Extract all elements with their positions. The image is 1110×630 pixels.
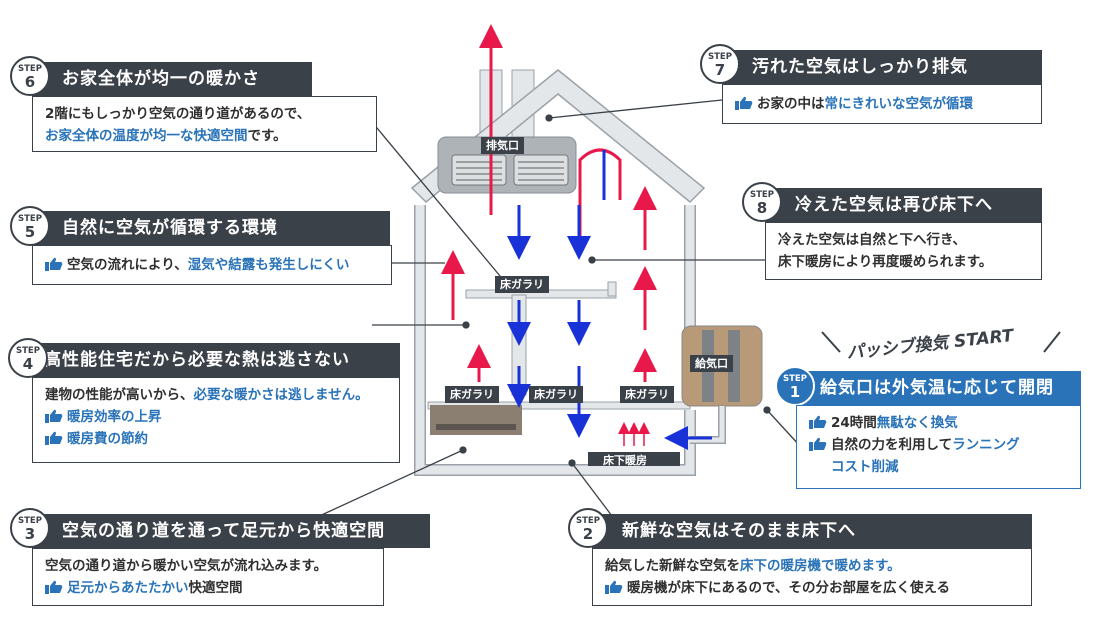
thumbs-up-icon <box>45 409 63 423</box>
step2-body: 給気した新鮮な空気を床下の暖房機で暖めます。 暖房機が床下にあるので、その分お部… <box>592 548 1032 606</box>
step6-title: お家全体が均一の暖かさ <box>62 69 260 89</box>
underfloor-label: 床下暖房 <box>603 454 647 467</box>
step5-header: 自然に空気が循環する環境 <box>32 211 390 245</box>
step5-body: 空気の流れにより、湿気や結露も発生しにくい <box>32 245 392 285</box>
thumbs-up-icon <box>809 437 827 451</box>
step4-header: 高性能住宅だから必要な熱は逃さない <box>32 343 400 377</box>
supply-label: 給気口 <box>690 355 733 372</box>
step6-header: お家全体が均一の暖かさ <box>32 62 312 96</box>
step7-body: お家の中は常にきれいな空気が循環 <box>722 84 1042 124</box>
step1-header: 給気口は外気温に応じて開閉 <box>796 371 1081 405</box>
exhaust-label: 排気口 <box>481 137 524 154</box>
floor-grille-label-left: 床ガラリ <box>445 386 499 403</box>
step7-header: 汚れた空気はしっかり排気 <box>722 50 1042 84</box>
step2-header: 新鮮な空気はそのまま床下へ <box>592 514 1032 548</box>
step4-title: 高性能住宅だから必要な熱は逃さない <box>44 350 350 370</box>
thumbs-up-icon <box>735 96 753 110</box>
step1-title: 給気口は外気温に応じて開閉 <box>820 378 1054 398</box>
step3-body: 空気の通り道から暖かい空気が流れ込みます。 足元からあたたかい快適空間 <box>32 548 384 606</box>
thumbs-up-icon <box>809 415 827 429</box>
thumbs-up-icon <box>45 257 63 271</box>
step4-body: 建物の性能が高いから、必要な暖かさは逃しません。 暖房効率の上昇 暖房費の節約 <box>32 377 400 463</box>
step7-title: 汚れた空気はしっかり排気 <box>752 57 968 77</box>
step3-title: 空気の通り道を通って足元から快適空間 <box>62 521 386 541</box>
step5-title: 自然に空気が循環する環境 <box>62 218 278 238</box>
thumbs-up-icon <box>45 580 63 594</box>
floor-grille-label-right: 床ガラリ <box>620 386 674 403</box>
step8-title: 冷えた空気は再び床下へ <box>795 195 993 215</box>
floor-grille-label-upper: 床ガラリ <box>495 276 549 293</box>
step8-header: 冷えた空気は再び床下へ <box>765 188 1042 222</box>
thumbs-up-icon <box>45 431 63 445</box>
floor-grille-label-center: 床ガラリ <box>529 386 583 403</box>
step2-title: 新鮮な空気はそのまま床下へ <box>622 521 856 541</box>
step8-body: 冷えた空気は自然と下へ行き、 床下暖房により再度暖められます。 <box>765 222 1042 280</box>
thumbs-up-icon <box>605 580 623 594</box>
step1-body: 24時間無駄なく換気 自然の力を利用してランニング コスト削減 <box>796 405 1081 489</box>
step6-body: 2階にもしっかり空気の通り道があるので、 お家全体の温度が均一な快適空間です。 <box>32 96 377 152</box>
step3-header: 空気の通り道を通って足元から快適空間 <box>32 514 430 548</box>
